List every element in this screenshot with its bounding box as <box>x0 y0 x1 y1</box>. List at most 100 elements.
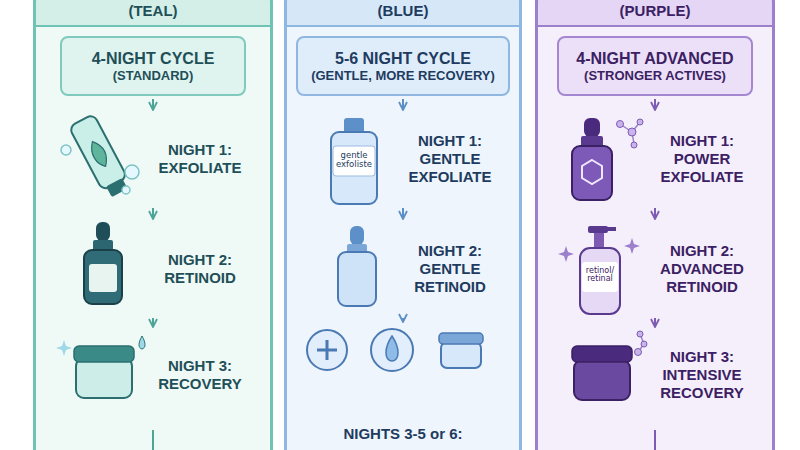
night-step: NIGHT 3: INTENSIVE RECOVERY <box>548 330 762 420</box>
gentle-exfoliant-bottle-icon <box>331 132 377 204</box>
flow-arrow <box>402 208 404 219</box>
step-label: NIGHT 3: INTENSIVE RECOVERY <box>648 348 756 402</box>
power-exfoliant-dropper-icon <box>584 118 600 137</box>
advanced-retinoid-pump-icon <box>624 238 640 254</box>
column-ground <box>284 0 522 450</box>
recovery-jar-icon <box>74 346 134 362</box>
power-exfoliant-dropper-icon <box>582 160 602 184</box>
advanced-retinoid-pump-icon <box>558 246 574 262</box>
cycle-header-box: 5-6 NIGHT CYCLE(GENTLE, MORE RECOVERY) <box>296 36 510 96</box>
advanced-retinoid-pump-icon <box>588 226 608 233</box>
night-step: NIGHT 1: POWER EXFOLIATE <box>548 113 762 205</box>
continuing-arrow <box>152 430 154 450</box>
column-ground <box>538 25 772 27</box>
flow-arrow <box>152 318 154 327</box>
cycle-subtitle: (STANDARD) <box>113 68 194 84</box>
exfoliant-tube-icon <box>125 165 139 179</box>
exfoliant-tube-icon <box>61 114 139 200</box>
flow-arrow <box>654 208 656 219</box>
flow-arrow <box>152 208 154 219</box>
power-exfoliant-dropper-icon <box>631 142 637 148</box>
recovery-icons-row <box>386 336 398 361</box>
exfoliant-tube-icon <box>87 139 111 169</box>
flow-arrow <box>402 318 404 322</box>
recovery-icons-row <box>307 330 347 370</box>
gentle-retinoid-dropper-icon <box>338 226 387 306</box>
advanced-retinoid-pump-icon <box>582 262 618 292</box>
step-label: NIGHT 3: RECOVERY <box>146 357 254 393</box>
night-step: NIGHTS 3-5 or 6: <box>296 325 510 449</box>
retinoid-dropper-icon <box>128 228 137 242</box>
step-label: NIGHT 2: GENTLE RETINOID <box>396 242 504 296</box>
recovery-icons-row <box>307 329 483 371</box>
recovery-jar-icon <box>56 340 72 356</box>
retinoid-dropper-icon <box>99 270 108 286</box>
cycle-title: 4-NIGHT ADVANCED <box>576 49 733 68</box>
gentle-retinoid-dropper-icon <box>338 252 376 306</box>
column-ground <box>287 25 519 27</box>
recovery-jar-icon <box>56 336 145 398</box>
gentle-exfoliant-bottle-icon <box>333 146 375 176</box>
intensive-recovery-jar-icon <box>637 331 643 337</box>
retinoid-dropper-icon <box>84 222 137 304</box>
product-label: retinol/ retinal <box>582 267 618 284</box>
recovery-icons-row <box>371 329 413 371</box>
retinoid-dropper-icon <box>89 264 117 292</box>
gentle-retinoid-dropper-icon <box>352 266 362 284</box>
column-ground <box>535 0 775 450</box>
power-exfoliant-dropper-icon <box>572 118 643 200</box>
cycle-subtitle: (GENTLE, MORE RECOVERY) <box>311 68 495 84</box>
regimen-column: (PURPLE)4-NIGHT ADVANCED(STRONGER ACTIVE… <box>535 0 775 450</box>
step-label: NIGHT 1: POWER EXFOLIATE <box>648 132 756 186</box>
column-ground <box>33 0 775 450</box>
retinoid-dropper-icon <box>84 250 122 304</box>
intensive-recovery-jar-icon <box>635 349 642 356</box>
night-step: NIGHT 2: RETINOID <box>46 222 260 315</box>
advanced-retinoid-pump-icon <box>558 226 640 314</box>
night-step: NIGHT 2: GENTLE RETINOID <box>296 222 510 315</box>
flow-arrow <box>654 318 656 327</box>
recovery-icons-row <box>439 333 483 344</box>
column-heading: (BLUE) <box>287 2 519 20</box>
step-label: NIGHT 1: GENTLE EXFOLIATE <box>396 132 504 186</box>
continuing-arrow <box>654 430 656 450</box>
intensive-recovery-jar-icon <box>641 341 647 347</box>
step-label: NIGHT 2: RETINOID <box>146 251 254 287</box>
power-exfoliant-dropper-icon <box>628 128 636 136</box>
advanced-retinoid-pump-icon <box>580 248 620 314</box>
regimen-column: (BLUE) 5-6 NIGHT CYCLE(GENTLE, MORE RECOV… <box>284 0 522 450</box>
cycle-subtitle: (STRONGER ACTIVES) <box>584 68 726 84</box>
exfoliant-tube-icon <box>69 114 132 200</box>
intensive-recovery-jar-icon <box>572 346 632 362</box>
cycle-title: 4-NIGHT CYCLE <box>92 49 215 68</box>
recovery-icons-row <box>317 340 337 360</box>
step-label: NIGHT 1: EXFOLIATE <box>146 141 254 177</box>
flow-arrow <box>152 99 154 110</box>
column-ground <box>33 0 273 450</box>
flow-arrow <box>402 99 404 110</box>
recovery-jar-icon <box>139 336 145 349</box>
column-heading: (TEAL) <box>36 2 270 20</box>
intensive-recovery-jar-icon <box>572 331 647 400</box>
column-ground <box>36 0 270 26</box>
column-ground <box>538 0 772 26</box>
power-exfoliant-dropper-icon <box>617 121 624 128</box>
gentle-retinoid-dropper-icon <box>350 226 364 245</box>
gentle-exfoliant-bottle-icon <box>344 118 364 133</box>
advanced-retinoid-pump-icon <box>606 227 616 231</box>
advanced-retinoid-pump-icon <box>594 233 604 248</box>
column-ground <box>36 25 270 27</box>
power-exfoliant-dropper-icon <box>637 119 643 125</box>
power-exfoliant-dropper-icon <box>572 146 612 200</box>
night-step: NIGHT 3: RECOVERY <box>46 330 260 420</box>
night-step: NIGHT 1: EXFOLIATE <box>46 113 260 205</box>
recovery-icons-row <box>441 342 481 368</box>
exfoliant-tube-icon <box>122 186 130 194</box>
cycle-header-box: 4-NIGHT ADVANCED(STRONGER ACTIVES) <box>557 36 753 96</box>
night-step: NIGHT 2: ADVANCED RETINOID <box>548 222 762 315</box>
flow-arrow <box>654 99 656 110</box>
step-label: NIGHTS 3-5 or 6: <box>343 425 462 443</box>
exfoliant-tube-icon <box>61 145 71 155</box>
